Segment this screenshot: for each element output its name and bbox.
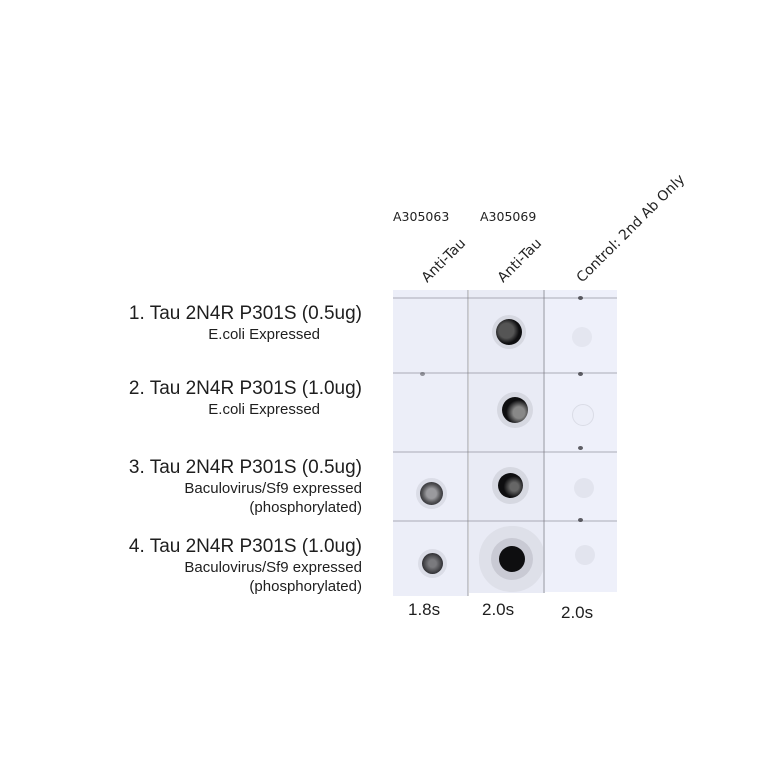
sample-note: (phosphorylated) — [249, 578, 362, 595]
exposure-col3: 2.0s — [561, 603, 594, 622]
catalog-number-col1: A305063 — [393, 209, 450, 224]
sample-note: (phosphorylated) — [249, 499, 362, 516]
blot-dot-col2-row4 — [499, 546, 525, 572]
exposure-col2: 2.0s — [482, 600, 515, 619]
blot-dot-col2-row3 — [498, 473, 523, 498]
strip-divider — [543, 290, 545, 593]
sample-subtitle: E.coli Expressed — [208, 401, 320, 418]
grid-line — [393, 297, 617, 299]
sample-label-4: 4. Tau 2N4R P301S (1.0ug) Baculovirus/Sf… — [129, 536, 362, 596]
exposure-col1: 1.8s — [408, 600, 441, 619]
sample-label-3: 3. Tau 2N4R P301S (0.5ug) Baculovirus/Sf… — [129, 457, 362, 517]
column-label-col2: Anti-Tau — [494, 235, 546, 286]
catalog-number-col2: A305069 — [480, 209, 537, 224]
sample-subtitle: E.coli Expressed — [208, 326, 320, 343]
sample-label-1: 1. Tau 2N4R P301S (0.5ug) E.coli Express… — [129, 303, 362, 344]
blot-dot-col1-row4 — [422, 553, 443, 574]
sample-title: 1. Tau 2N4R P301S (0.5ug) — [128, 303, 362, 324]
blot-dot-col1-row3 — [420, 482, 443, 505]
grid-line — [393, 372, 617, 374]
sample-title: 4. Tau 2N4R P301S (1.0ug) — [128, 536, 362, 557]
blot-dot-col2-row2 — [502, 397, 528, 423]
sample-subtitle: Baculovirus/Sf9 expressed — [184, 559, 362, 576]
blot-dot-col3-row1 — [572, 327, 592, 347]
strip-divider — [467, 290, 469, 596]
grid-line — [393, 451, 617, 453]
blot-dot-col3-row2 — [572, 404, 594, 426]
sample-subtitle: Baculovirus/Sf9 expressed — [184, 480, 362, 497]
sample-title: 2. Tau 2N4R P301S (1.0ug) — [128, 378, 362, 399]
blot-dot-col3-row3 — [574, 478, 594, 498]
marker-speck — [578, 296, 583, 300]
blot-strip-col1 — [393, 290, 468, 596]
column-label-col1: Anti-Tau — [418, 235, 470, 286]
sample-label-2: 2. Tau 2N4R P301S (1.0ug) E.coli Express… — [129, 378, 362, 419]
marker-speck — [420, 372, 425, 376]
marker-speck — [578, 518, 583, 522]
blot-dot-col3-row4 — [575, 545, 595, 565]
column-label-col3: Control: 2nd Ab Only — [573, 171, 689, 286]
sample-title: 3. Tau 2N4R P301S (0.5ug) — [128, 457, 362, 478]
blot-dot-col2-row1 — [496, 319, 522, 345]
grid-line — [393, 520, 617, 522]
marker-speck — [578, 446, 583, 450]
marker-speck — [578, 372, 583, 376]
